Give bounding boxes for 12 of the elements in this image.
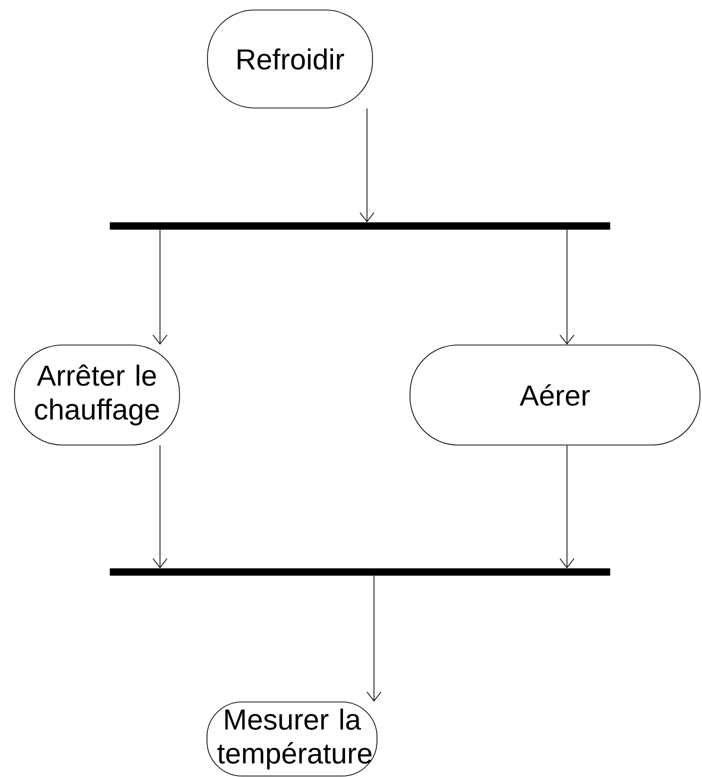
sync-bar xyxy=(110,222,610,230)
arrow xyxy=(152,445,168,568)
arrow xyxy=(152,229,168,345)
arrow xyxy=(560,445,574,568)
arrow xyxy=(560,229,574,345)
activity-box: Arrêter le chauffage xyxy=(14,344,180,446)
arrow xyxy=(360,108,374,222)
activity-box: Aérer xyxy=(410,344,700,446)
sync-bar xyxy=(110,568,610,576)
arrow xyxy=(366,575,382,702)
activity-box: Mesurer la température xyxy=(206,702,378,776)
activity-box: Refroidir xyxy=(207,10,373,108)
